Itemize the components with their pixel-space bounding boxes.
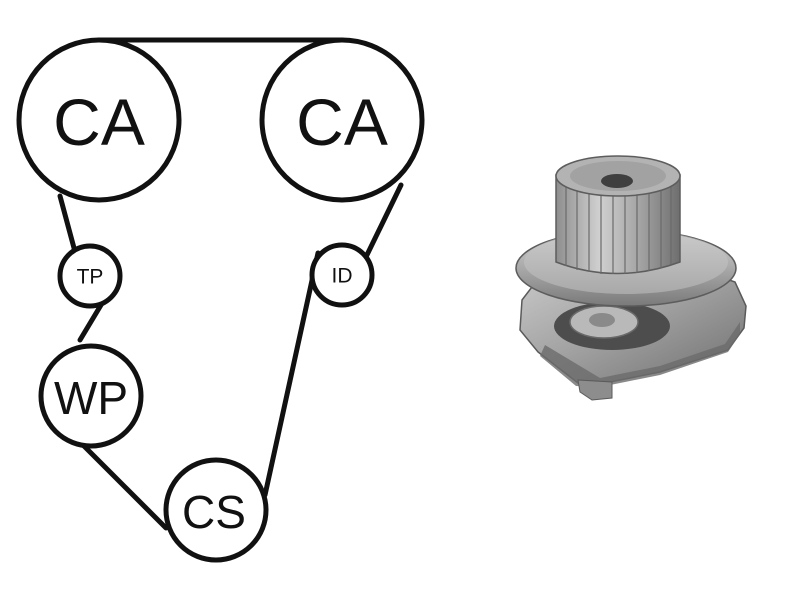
pump-gear-teeth [565, 180, 672, 274]
label-cam-right: CA [296, 85, 388, 159]
belt-segment-crank-to-idler [262, 250, 321, 498]
belt-segment-idler-to-cam [362, 182, 404, 262]
label-cam-left: CA [53, 85, 145, 159]
pulley-labels: CA CA TP ID WP CS [53, 85, 388, 538]
label-water-pump: WP [54, 372, 128, 424]
pulley-idler [309, 242, 375, 308]
pump-impeller-hub [589, 313, 615, 327]
water-pump-icon [515, 155, 747, 401]
pulleys [16, 37, 425, 563]
pulley-water-pump [38, 343, 144, 449]
label-tensioner: TP [77, 266, 104, 289]
belt-segment-cam-to-tensioner [57, 193, 77, 251]
belt-diagram: CA CA TP ID WP CS [16, 37, 425, 563]
label-idler: ID [332, 265, 353, 288]
pulley-crankshaft [163, 457, 269, 563]
pulley-cam-left [16, 37, 182, 203]
pulley-tensioner [57, 243, 123, 309]
pump-housing-shadow [540, 322, 740, 387]
belt-segment-pump-to-crank [76, 438, 169, 531]
pulley-cam-right [259, 37, 425, 203]
pump-mount-tab [577, 379, 613, 401]
pump-shaft-bore [601, 174, 633, 188]
label-crankshaft: CS [182, 486, 246, 538]
